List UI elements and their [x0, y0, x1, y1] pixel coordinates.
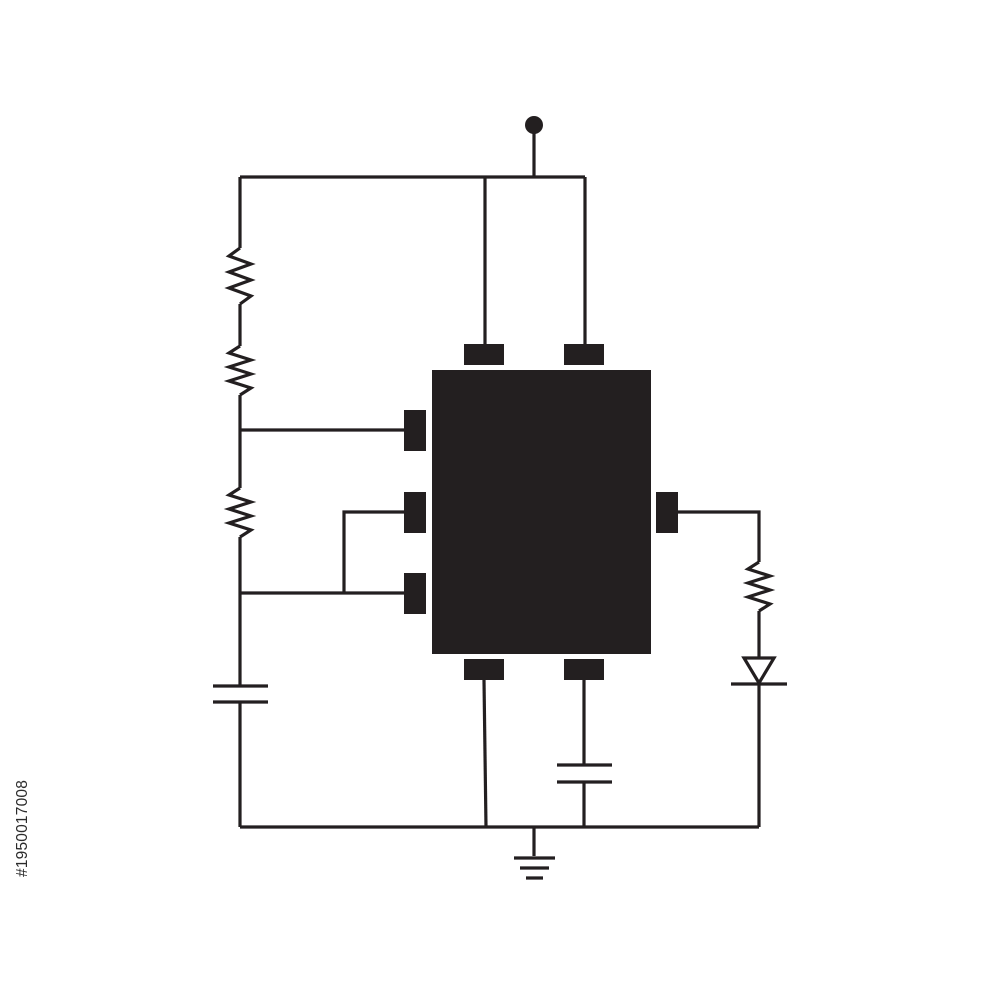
wire-output	[678, 510, 761, 562]
ic-pin-bottom-left	[464, 659, 504, 680]
supply-terminal-dot	[525, 116, 543, 134]
ic-chip-body	[432, 370, 651, 654]
ic-pin-top-right	[564, 344, 604, 365]
ic-pin-left-3	[404, 573, 426, 614]
ic-pin-right-1	[656, 492, 678, 533]
resistor-r3	[223, 486, 257, 539]
diode-led	[741, 656, 777, 687]
resistor-r2	[223, 344, 257, 397]
wire-bottom-left-pin	[482, 679, 488, 828]
resistor-r4	[742, 560, 776, 613]
stock-id-text: #1950017008	[14, 779, 31, 877]
ic-pin-top-left	[464, 344, 504, 365]
ic-pin-bottom-right	[564, 659, 604, 680]
stock-id-label: #1950017008	[12, 755, 36, 877]
ic-pin-left-2	[404, 492, 426, 533]
wire-to-pin-left-2	[342, 510, 405, 593]
ic-pin-left-1	[404, 410, 426, 451]
resistor-r1	[224, 246, 256, 306]
